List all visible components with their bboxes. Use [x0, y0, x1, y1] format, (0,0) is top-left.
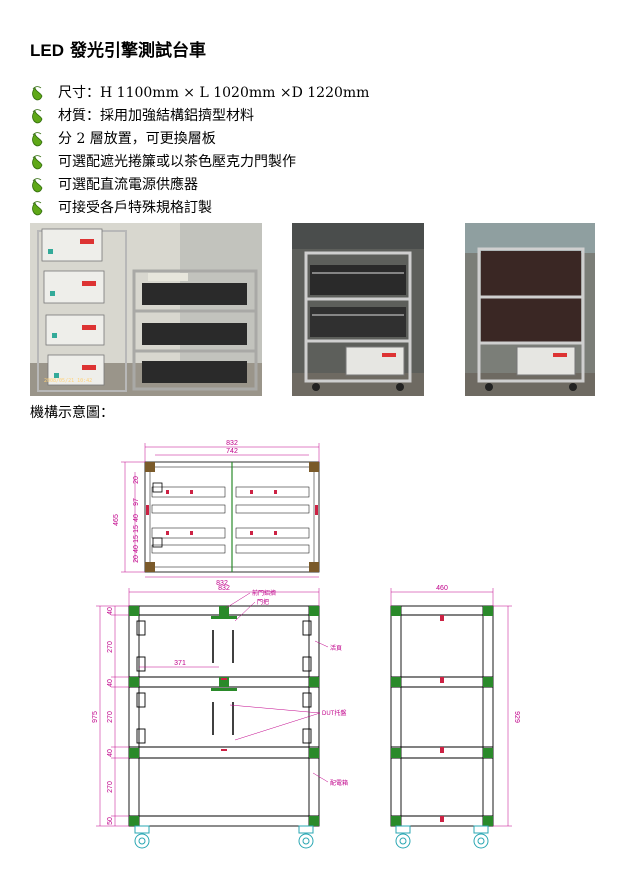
- dim-side-width: 460: [436, 585, 448, 592]
- leaf-bullet-icon: [32, 178, 43, 193]
- dim-side-height: 929: [513, 711, 520, 723]
- label-dut-tray: DUT托盤: [322, 709, 346, 717]
- svg-text:15: 15: [133, 535, 140, 543]
- spec-list: 尺寸：H 1100mm × L 1020mm ×D 1220mm 材質：採用加強…: [30, 82, 369, 220]
- svg-text:40: 40: [133, 514, 140, 522]
- document-title: LED 發光引擎測試台車: [30, 36, 206, 61]
- spec-item: 尺寸：H 1100mm × L 1020mm ×D 1220mm: [30, 82, 369, 105]
- spec-item: 分 2 層放置，可更換層板: [30, 128, 369, 151]
- dim-top-inner: 742: [226, 448, 238, 455]
- svg-text:270: 270: [107, 781, 114, 793]
- svg-text:40: 40: [107, 607, 114, 615]
- svg-text:97: 97: [133, 498, 140, 506]
- svg-text:15: 15: [133, 525, 140, 533]
- svg-text:20: 20: [133, 555, 140, 563]
- svg-text:40: 40: [107, 679, 114, 687]
- leaf-bullet-icon: [32, 132, 43, 147]
- spec-item: 可接受各戶特殊規格訂製: [30, 197, 369, 220]
- svg-text:40: 40: [133, 545, 140, 553]
- svg-text:50: 50: [107, 817, 114, 825]
- dim-front-width: 832: [216, 580, 228, 587]
- dim-top-depth: 465: [113, 514, 120, 526]
- leaf-bullet-icon: [32, 201, 43, 216]
- dim-top-overall: 832: [226, 440, 238, 447]
- spec-item: 材質：採用加強結構鋁擠型材料: [30, 105, 369, 128]
- photo-test-cart-acrylic-door: [465, 223, 595, 396]
- leaf-bullet-icon: [32, 155, 43, 170]
- label-power-box: 配電箱: [330, 779, 348, 787]
- spec-item: 可選配遮光捲簾或以茶色壓克力門製作: [30, 151, 369, 174]
- spec-item: 可選配直流電源供應器: [30, 174, 369, 197]
- title-led: LED: [30, 41, 64, 60]
- diagram-caption: 機構示意圖：: [30, 405, 114, 421]
- leaf-bullet-icon: [32, 109, 43, 124]
- mechanism-diagram: 832 742 465 20 97 40 15 15 40 20 832: [92, 440, 520, 849]
- label-hinge: 活頁: [330, 644, 342, 652]
- dim-front-height: 975: [92, 711, 99, 723]
- photo-test-cart-front: [292, 223, 424, 396]
- leaf-bullet-icon: [32, 86, 43, 101]
- dim-front-inner: 371: [174, 660, 186, 667]
- label-door-extrusion: 前門鋁擠: [252, 589, 276, 597]
- photo-timestamp: 2008/05/21 10:42: [44, 378, 93, 384]
- svg-text:20: 20: [133, 476, 140, 484]
- label-door-handle: 門把: [257, 598, 269, 606]
- svg-text:270: 270: [107, 641, 114, 653]
- svg-text:270: 270: [107, 711, 114, 723]
- dim-front-top: 832: [218, 585, 230, 592]
- photo-test-cart-lab: 2008/05/21 10:42: [30, 223, 262, 396]
- svg-text:40: 40: [107, 749, 114, 757]
- title-text: 發光引擎測試台車: [70, 41, 206, 61]
